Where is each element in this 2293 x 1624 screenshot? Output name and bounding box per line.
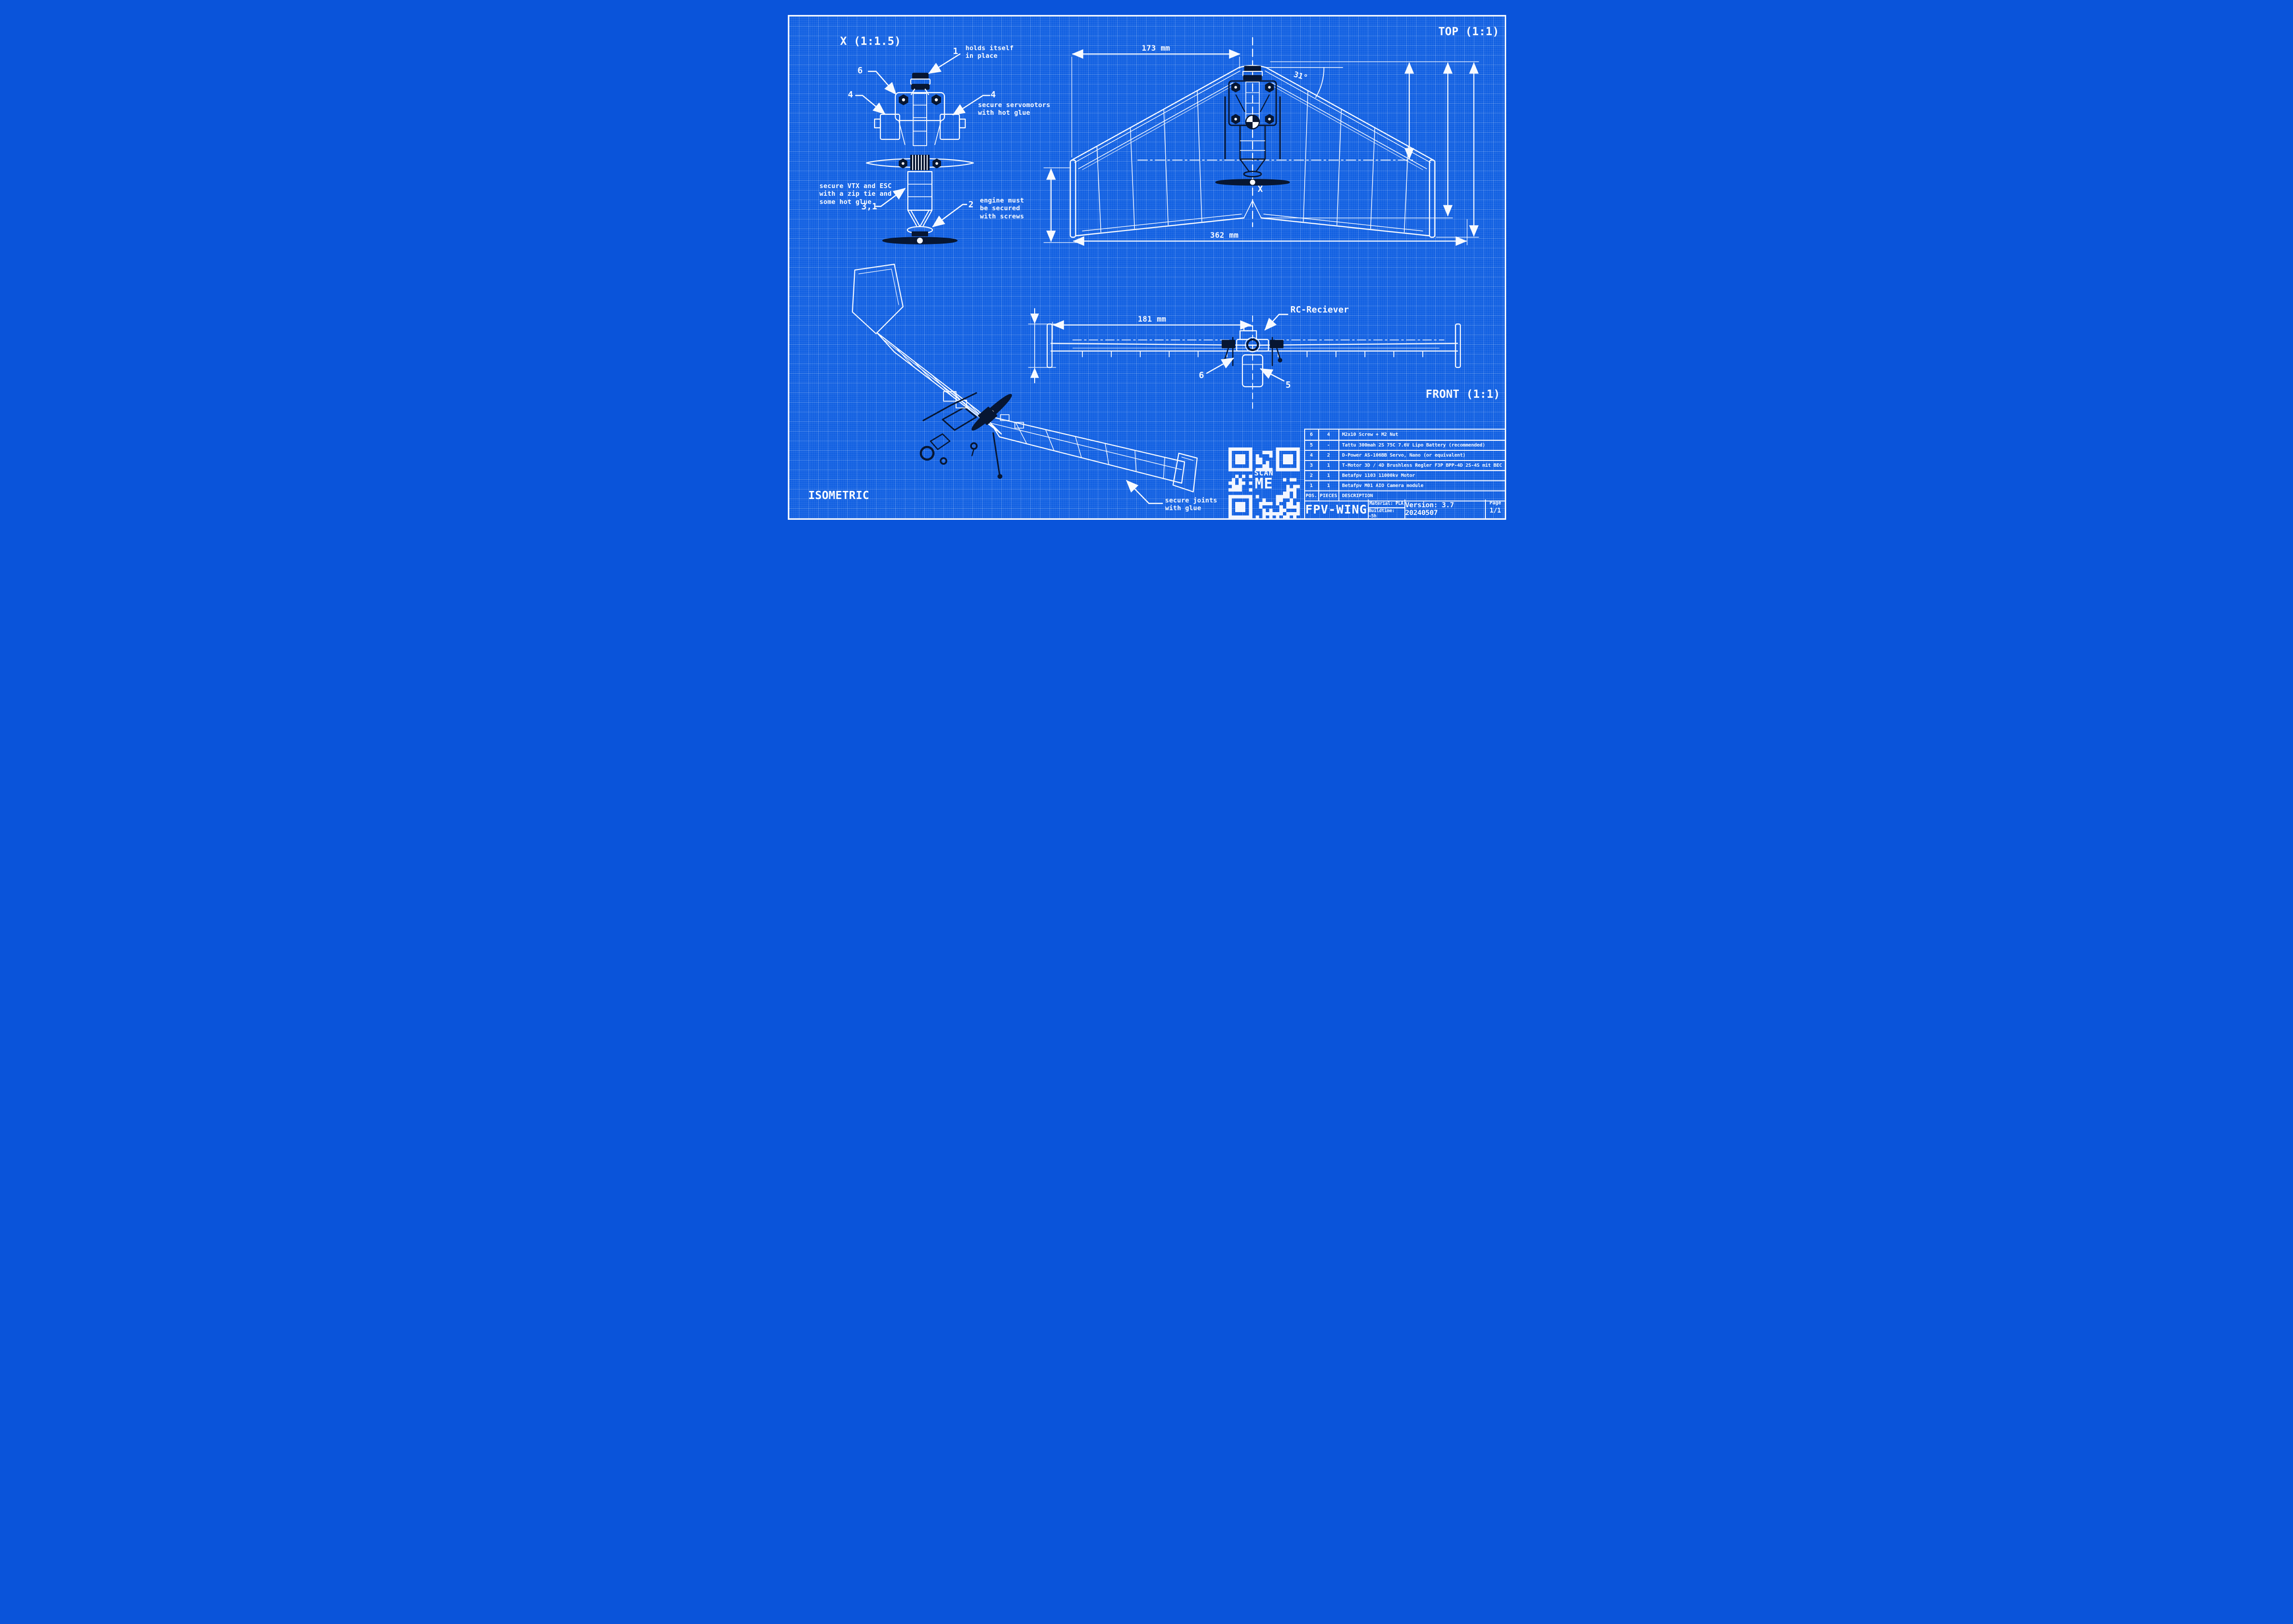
material-buildtime-cell: Material: PLA Buildtime: ~5h (1367, 500, 1404, 519)
qr-label-me: ME (1254, 475, 1273, 492)
front-callout-5-number: 5 (1285, 380, 1291, 390)
bom-row-2: 2 1 Betafpv 1103 11000kv Motor (1305, 470, 1505, 480)
bom-row-5: 5 - Tattu 300mah 2S 75C 7.6V Lipo Batter… (1305, 440, 1505, 450)
top-dim-173: 173 mm (1142, 43, 1170, 53)
bom-row-4: 4 2 D-Power AS-106BB Servo, Nano (or equ… (1305, 450, 1505, 460)
buildtime-label: Buildtime: ~5h (1368, 507, 1404, 519)
detail-view-title: X (1:1.5) (840, 35, 901, 48)
top-section-x-label: X (1257, 184, 1263, 194)
bom-table: 6 4 M2x10 Screw + M2 Nut 5 - Tattu 300ma… (1304, 429, 1506, 501)
bom-pos: 3 (1309, 463, 1313, 468)
bom-desc: T-Motor 3D / 4D Brushless Regler F3P BPP… (1338, 461, 1505, 470)
front-dim-181: 181 mm (1138, 314, 1166, 324)
bom-pieces: 4 (1318, 430, 1338, 440)
front-rc-receiver-label: RC-Reciever (1290, 305, 1349, 315)
bom-desc: Tattu 300mah 2S 75C 7.6V Lipo Battery (r… (1338, 441, 1505, 450)
material-label: Material: PLA (1369, 501, 1403, 506)
project-name: FPV-WING (1305, 502, 1367, 516)
bom-header-description: DESCRIPTION (1338, 491, 1505, 501)
detail-vtx-numbers: 3,1 (861, 202, 877, 212)
detail-callout-2-text: engine must be secured with screws (980, 197, 1025, 220)
detail-callout-6-number: 6 (857, 66, 863, 76)
bom-pieces: 1 (1318, 471, 1338, 480)
bom-row-6: 6 4 M2x10 Screw + M2 Nut (1305, 430, 1505, 440)
bom-row-3: 3 1 T-Motor 3D / 4D Brushless Regler F3P… (1305, 460, 1505, 470)
bom-pos: 6 (1309, 432, 1313, 437)
qr-code-modules (1228, 447, 1300, 519)
detail-callout-4-left-number: 4 (848, 90, 853, 100)
qr-label-scan: SCAN (1254, 469, 1274, 477)
bom-header-row: POS. PIECES DESCRIPTION (1305, 490, 1505, 501)
bom-desc: D-Power AS-106BB Servo, Nano (or equival… (1338, 451, 1505, 460)
detail-callout-4-right-number: 4 (990, 90, 996, 100)
front-callout-6-number: 6 (1199, 370, 1204, 380)
iso-view-title: ISOMETRIC (808, 489, 869, 502)
bom-desc: M2x10 Screw + M2 Nut (1338, 430, 1505, 440)
bom-row-1: 1 1 Betafpv M01 AIO Camera module (1305, 480, 1505, 490)
bom-pieces: 1 (1318, 481, 1338, 490)
top-dim-362: 362 mm (1210, 230, 1239, 240)
page-cell: Page 1/1 (1484, 500, 1505, 519)
blueprint-sheet: X (1:1.5) 1 holds itself in place 6 4 4 … (774, 0, 1520, 535)
iso-glue-note: secure joints with glue (1165, 497, 1217, 513)
detail-callout-2-number: 2 (968, 200, 974, 210)
bom-desc: Betafpv M01 AIO Camera module (1338, 481, 1505, 490)
bom-pieces: 2 (1318, 451, 1338, 460)
page-value: 1/1 (1489, 507, 1501, 514)
qr-scan-me-label: SCAN ME (1228, 470, 1300, 491)
bom-pieces: 1 (1318, 461, 1338, 470)
bom-pos: 5 (1309, 443, 1313, 448)
version-label: Version: 3.7 20240507 (1404, 500, 1485, 519)
bom-pos: 1 (1309, 483, 1313, 488)
detail-callout-1-number: 1 (953, 46, 958, 56)
detail-vtx-note: secure VTX and ESC with a zip tie and so… (819, 182, 892, 206)
title-block: FPV-WING Material: PLA Buildtime: ~5h Ve… (1304, 500, 1506, 520)
qr-code: SCAN ME (1228, 447, 1300, 519)
detail-callout-4-right-text: secure servomotors with hot glue (978, 101, 1051, 117)
detail-callout-1-text: holds itself in place (965, 44, 1014, 60)
page-label: Page (1489, 501, 1501, 506)
top-view-title: TOP (1:1) (1438, 26, 1499, 38)
bom-pos: 2 (1309, 473, 1313, 478)
bom-pieces: - (1318, 441, 1338, 450)
bom-pos: 4 (1309, 453, 1313, 458)
bom-header-pieces: PIECES (1318, 491, 1338, 501)
bom-desc: Betafpv 1103 11000kv Motor (1338, 471, 1505, 480)
bom-header-pos: POS. (1305, 493, 1318, 499)
front-view-title: FRONT (1:1) (1425, 388, 1500, 401)
